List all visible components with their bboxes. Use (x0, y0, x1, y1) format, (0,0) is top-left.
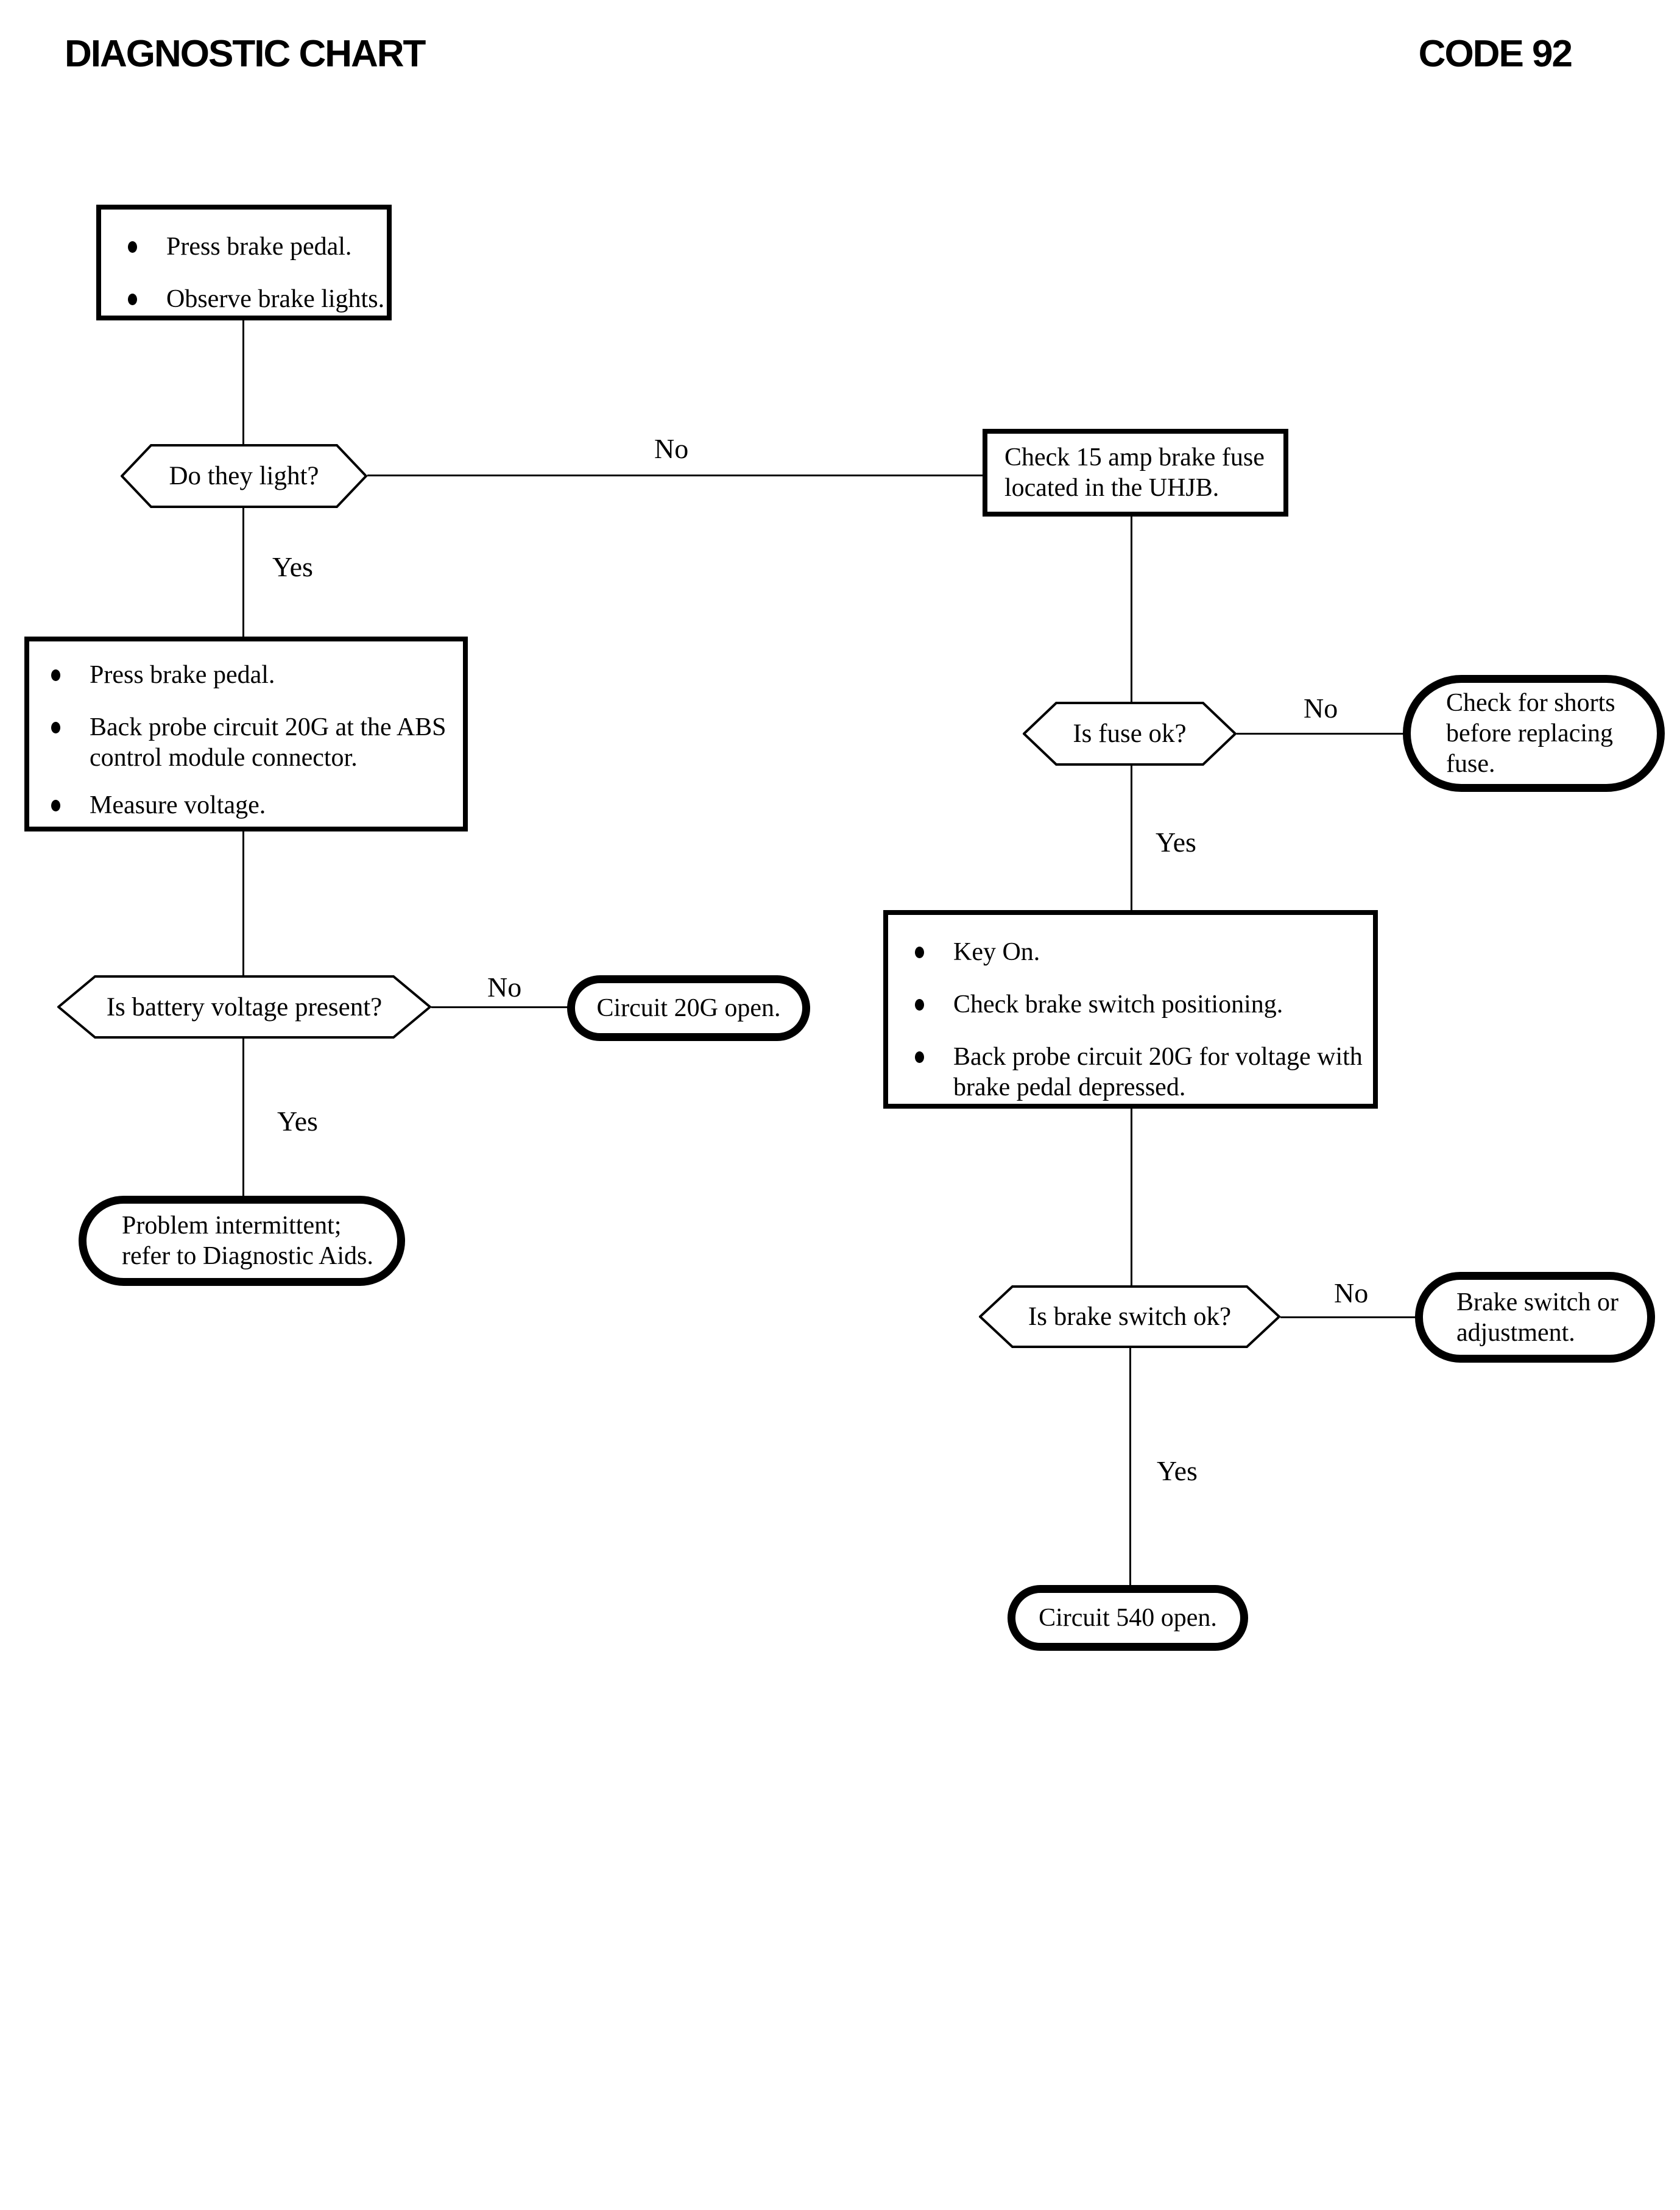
bullet-icon (915, 999, 924, 1011)
page-title: DIAGNOSTIC CHART (65, 33, 426, 75)
bullet-item: Press brake pedal. (128, 231, 381, 262)
terminal-text: adjustment. (1456, 1318, 1575, 1347)
edge-label-yes: Yes (277, 1106, 318, 1137)
terminal-text: refer to Diagnostic Aids. (122, 1242, 373, 1270)
bullet-item: Back probe circuit 20G at the ABS contro… (51, 712, 457, 773)
decision-question: Is battery voltage present? (106, 992, 383, 1022)
start-box: Press brake pedal. Observe brake lights. (96, 205, 392, 320)
edge-label-no: No (654, 433, 689, 464)
connector (242, 508, 244, 637)
edge-label-no: No (487, 972, 522, 1003)
connector (1131, 1109, 1132, 1285)
terminal-text: Circuit 540 open. (1039, 1604, 1217, 1632)
edge-label-yes: Yes (272, 551, 313, 582)
decision-do-they-light: Do they light? (121, 444, 367, 508)
terminal-text: Problem intermittent; (122, 1212, 342, 1240)
terminal-text: before replacing (1446, 719, 1614, 747)
decision-question: Is brake switch ok? (1028, 1302, 1232, 1331)
bullet-text: Back probe circuit 20G at the ABS (90, 713, 446, 741)
edge-label-no: No (1334, 1277, 1369, 1308)
bullet-icon (128, 294, 137, 305)
hexagon-shape (1023, 702, 1237, 766)
terminal-circuit-20g-open: Circuit 20G open. (567, 975, 810, 1041)
connector-no-branch (367, 475, 984, 476)
bullet-item: Press brake pedal. (51, 660, 457, 690)
bullet-text: Press brake pedal. (166, 233, 352, 261)
edge-label-no: No (1304, 693, 1338, 724)
decision-is-fuse-ok: Is fuse ok? (1023, 702, 1237, 766)
connector-no-branch (431, 1006, 568, 1008)
bullet-text: Back probe circuit 20G for voltage with (953, 1043, 1363, 1071)
bullet-text: Press brake pedal. (90, 661, 275, 689)
probe-box: Press brake pedal. Back probe circuit 20… (24, 637, 468, 831)
terminal-text: Brake switch or (1456, 1288, 1618, 1316)
bullet-icon (128, 241, 137, 253)
bullet-icon (915, 947, 924, 958)
node-text: located in the UHJB. (1004, 474, 1219, 502)
connector (1129, 1348, 1131, 1585)
connector-no-branch (1237, 733, 1404, 735)
hexagon-shape (979, 1285, 1280, 1348)
bullet-text: brake pedal depressed. (953, 1073, 1186, 1101)
terminal-text: fuse. (1446, 750, 1495, 778)
decision-battery-voltage: Is battery voltage present? (57, 975, 431, 1039)
connector (242, 1039, 244, 1196)
bullet-text: Observe brake lights. (166, 285, 385, 313)
terminal-check-shorts: Check for shorts before replacing fuse. (1403, 675, 1665, 792)
connector (242, 320, 244, 444)
decision-question: Do they light? (169, 462, 319, 490)
check-fuse-box: Check 15 amp brake fuse located in the U… (983, 429, 1288, 517)
terminal-text: Check for shorts (1446, 689, 1615, 717)
decision-brake-switch-ok: Is brake switch ok? (979, 1285, 1280, 1348)
edge-label-yes: Yes (1157, 1455, 1198, 1486)
bullet-item: Key On. (915, 937, 1367, 967)
bullet-icon (51, 669, 60, 681)
bullet-text: Measure voltage. (90, 791, 266, 819)
bullet-item: Back probe circuit 20G for voltage with … (915, 1042, 1367, 1103)
bullet-text: Key On. (953, 938, 1040, 966)
code-label: CODE 92 (1418, 33, 1573, 75)
hexagon-shape (57, 975, 431, 1039)
terminal-problem-intermittent: Problem intermittent; refer to Diagnosti… (79, 1196, 405, 1286)
bullet-item: Measure voltage. (51, 790, 457, 821)
edge-label-yes: Yes (1156, 827, 1196, 858)
connector (1131, 766, 1132, 910)
terminal-brake-switch-adjustment: Brake switch or adjustment. (1415, 1272, 1655, 1363)
bullet-item: Observe brake lights. (128, 284, 385, 314)
terminal-text: Circuit 20G open. (596, 994, 781, 1022)
connector (1131, 517, 1132, 702)
bullet-icon (51, 722, 60, 733)
hexagon-shape (121, 444, 367, 508)
terminal-circuit-540-open: Circuit 540 open. (1008, 1585, 1248, 1651)
bullet-text: control module connector. (90, 744, 358, 772)
bullet-icon (915, 1051, 924, 1063)
bullet-text: Check brake switch positioning. (953, 990, 1283, 1019)
bullet-item: Check brake switch positioning. (915, 989, 1367, 1020)
connector (242, 831, 244, 975)
decision-question: Is fuse ok? (1073, 719, 1187, 748)
connector-no-branch (1280, 1316, 1416, 1318)
key-on-box: Key On. Check brake switch positioning. … (883, 910, 1378, 1109)
bullet-icon (51, 800, 60, 811)
node-text: Check 15 amp brake fuse (1004, 443, 1265, 471)
